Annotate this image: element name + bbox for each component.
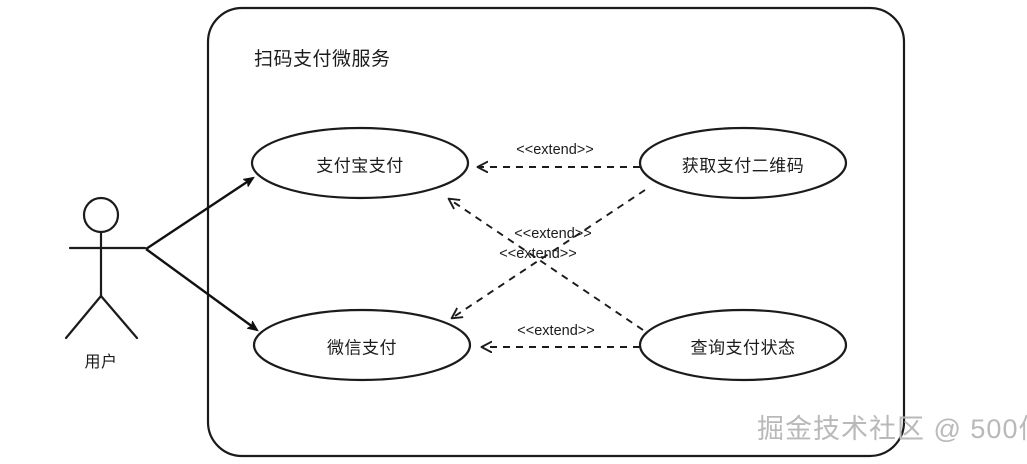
usecase-ellipse-alipay[interactable] bbox=[250, 126, 470, 200]
system-boundary-title: 扫码支付微服务 bbox=[254, 49, 391, 70]
actor-label-user: 用户 bbox=[84, 354, 118, 371]
usecase-label-wechat: 微信支付 bbox=[327, 338, 397, 358]
stereotype-label-qrcode-to-alipay: <<extend>> bbox=[516, 142, 594, 158]
usecase-label-qrcode: 获取支付二维码 bbox=[681, 156, 805, 176]
usecase-label-status: 查询支付状态 bbox=[690, 338, 796, 358]
stereotype-label-status-to-alipay: <<extend>> bbox=[514, 226, 592, 242]
association-user-to-alipay[interactable] bbox=[145, 178, 253, 250]
usecase-label-alipay: 支付宝支付 bbox=[316, 156, 404, 176]
usecase-ellipse-wechat[interactable] bbox=[252, 308, 472, 382]
actor-user[interactable] bbox=[64, 196, 147, 340]
actor-leg-left bbox=[64, 294, 103, 340]
actor-leg-right bbox=[99, 294, 139, 340]
actor-head bbox=[82, 196, 120, 234]
extend-status-to-alipay[interactable] bbox=[449, 199, 644, 331]
association-user-to-wechat[interactable] bbox=[145, 248, 257, 330]
watermark-text: 掘金技术社区 @ 500佰 bbox=[757, 414, 1027, 444]
stereotype-label-qrcode-to-wechat: <<extend>> bbox=[499, 246, 577, 262]
usecase-ellipse-qrcode[interactable] bbox=[638, 126, 848, 200]
usecase-ellipse-status[interactable] bbox=[638, 308, 848, 382]
system-boundary bbox=[206, 6, 906, 458]
stereotype-label-status-to-wechat: <<extend>> bbox=[517, 323, 595, 339]
